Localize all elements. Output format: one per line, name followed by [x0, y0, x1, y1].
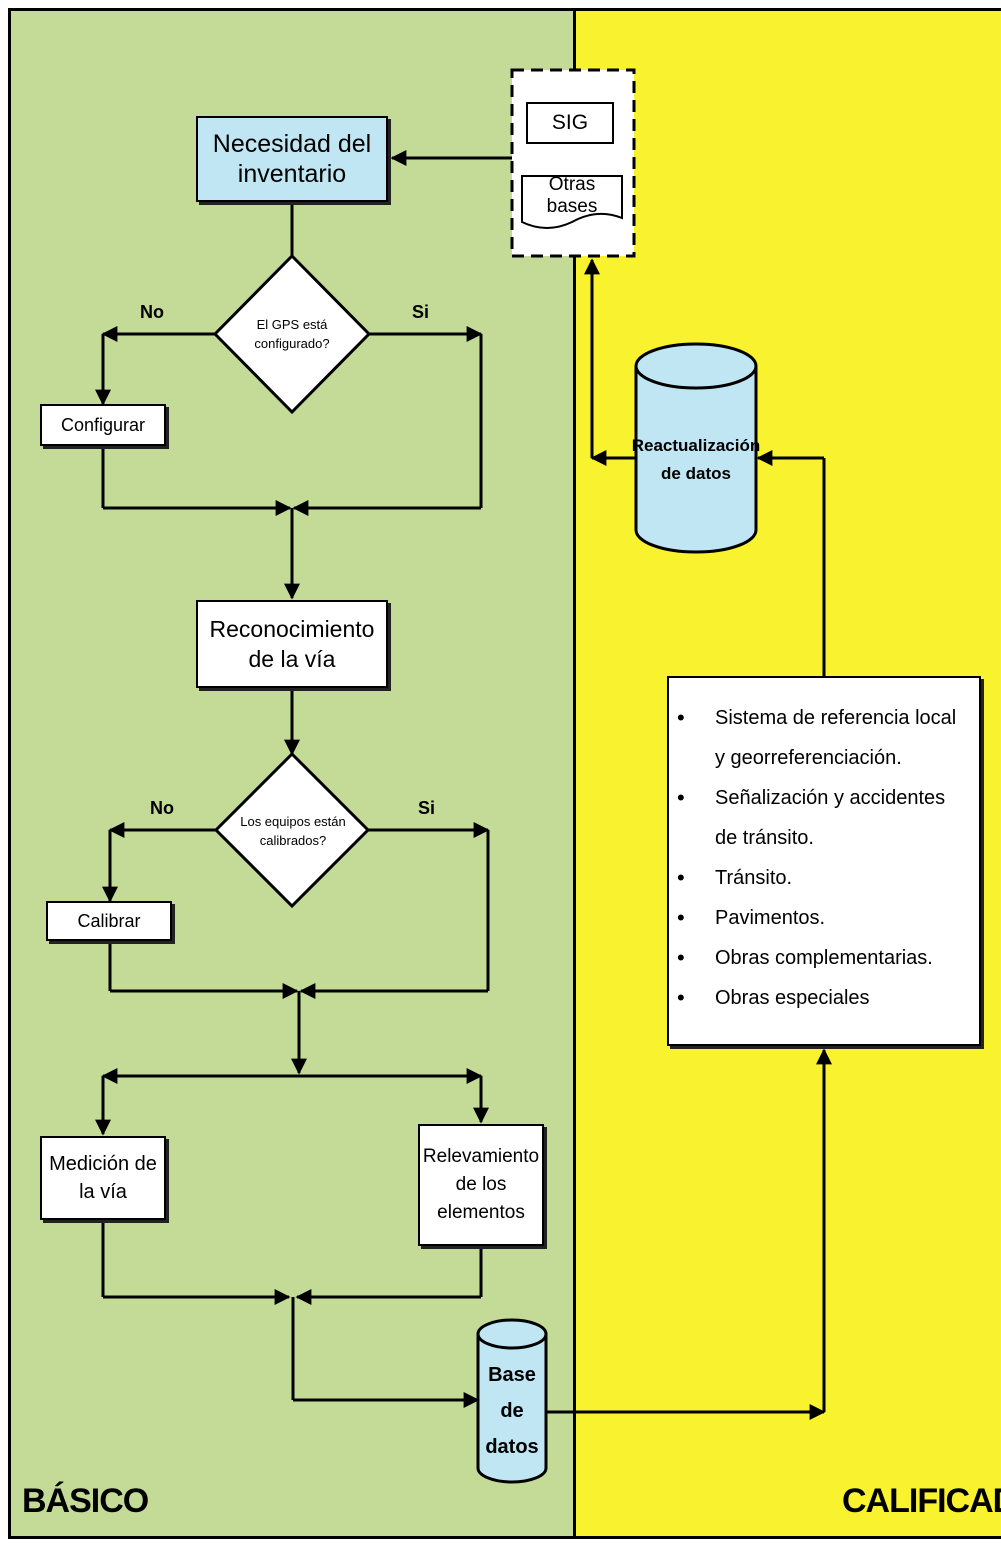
- database-cylinder: [476, 1318, 548, 1484]
- node-decision-equip-label: Los equipos están calibrados?: [240, 814, 346, 848]
- node-decision-gps: El GPS está configurado?: [232, 306, 352, 362]
- frame-left: [8, 8, 11, 1538]
- node-other-bases-label: Otras bases: [546, 174, 598, 217]
- node-sig: SIG: [526, 102, 614, 144]
- node-measurement: Medición de la vía: [40, 1136, 166, 1220]
- edge-label-no-1: No: [140, 302, 164, 322]
- lane-divider: [573, 10, 576, 1538]
- node-start: Necesidad del inventario: [196, 116, 388, 202]
- node-survey: Relevamiento de los elementos: [418, 1124, 544, 1246]
- decision-gps-shape: [212, 253, 372, 415]
- other-bases-shape: [521, 175, 623, 229]
- decision-equip-shape: [213, 751, 371, 909]
- node-decision-gps-label: El GPS está configurado?: [254, 317, 330, 351]
- info-list-item: Tránsito.: [673, 858, 969, 898]
- node-measurement-label: Medición de la vía: [49, 1153, 157, 1203]
- info-list-item: Sistema de referencia local y georrefere…: [673, 698, 969, 778]
- node-survey-label: Relevamiento de los elementos: [422, 1146, 540, 1223]
- info-box: Sistema de referencia local y georrefere…: [667, 676, 981, 1046]
- frame-bottom: [8, 1536, 1001, 1539]
- edge-label-yes-1: Si: [412, 302, 430, 322]
- info-list-item: Señalización y accidentes de tránsito.: [673, 778, 969, 858]
- lane-title-basico: BÁSICO: [22, 1482, 149, 1520]
- node-database: Base de datos: [480, 1352, 544, 1470]
- node-database-label: Base de datos: [485, 1364, 539, 1458]
- edge-label-yes-2: Si: [418, 798, 436, 818]
- node-configure-label: Configurar: [60, 414, 146, 435]
- node-update: Reactualización de datos: [632, 420, 761, 500]
- info-list-item: Obras complementarias.: [673, 938, 969, 978]
- node-decision-equip: Los equipos están calibrados?: [234, 804, 352, 858]
- node-other-bases: Otras bases: [522, 174, 622, 217]
- update-cylinder: [634, 342, 758, 554]
- node-configure: Configurar: [40, 404, 166, 446]
- info-list-item: Pavimentos.: [673, 898, 969, 938]
- node-sig-label: SIG: [551, 111, 589, 134]
- node-update-label: Reactualización de datos: [631, 436, 761, 483]
- node-recognition: Reconocimiento de la vía: [196, 600, 388, 688]
- node-start-label: Necesidad del inventario: [212, 130, 372, 188]
- info-list: Sistema de referencia local y georrefere…: [673, 698, 969, 1018]
- node-calibrate: Calibrar: [46, 901, 172, 941]
- info-list-item: Obras especiales: [673, 978, 969, 1018]
- data-sources-group: [510, 68, 636, 258]
- node-calibrate-label: Calibrar: [77, 910, 141, 931]
- lane-title-calificado: CALIFICADO: [842, 1482, 1001, 1520]
- edge-label-no-2: No: [150, 798, 174, 818]
- frame-top: [10, 8, 1001, 11]
- node-recognition-label: Reconocimiento de la vía: [209, 616, 375, 672]
